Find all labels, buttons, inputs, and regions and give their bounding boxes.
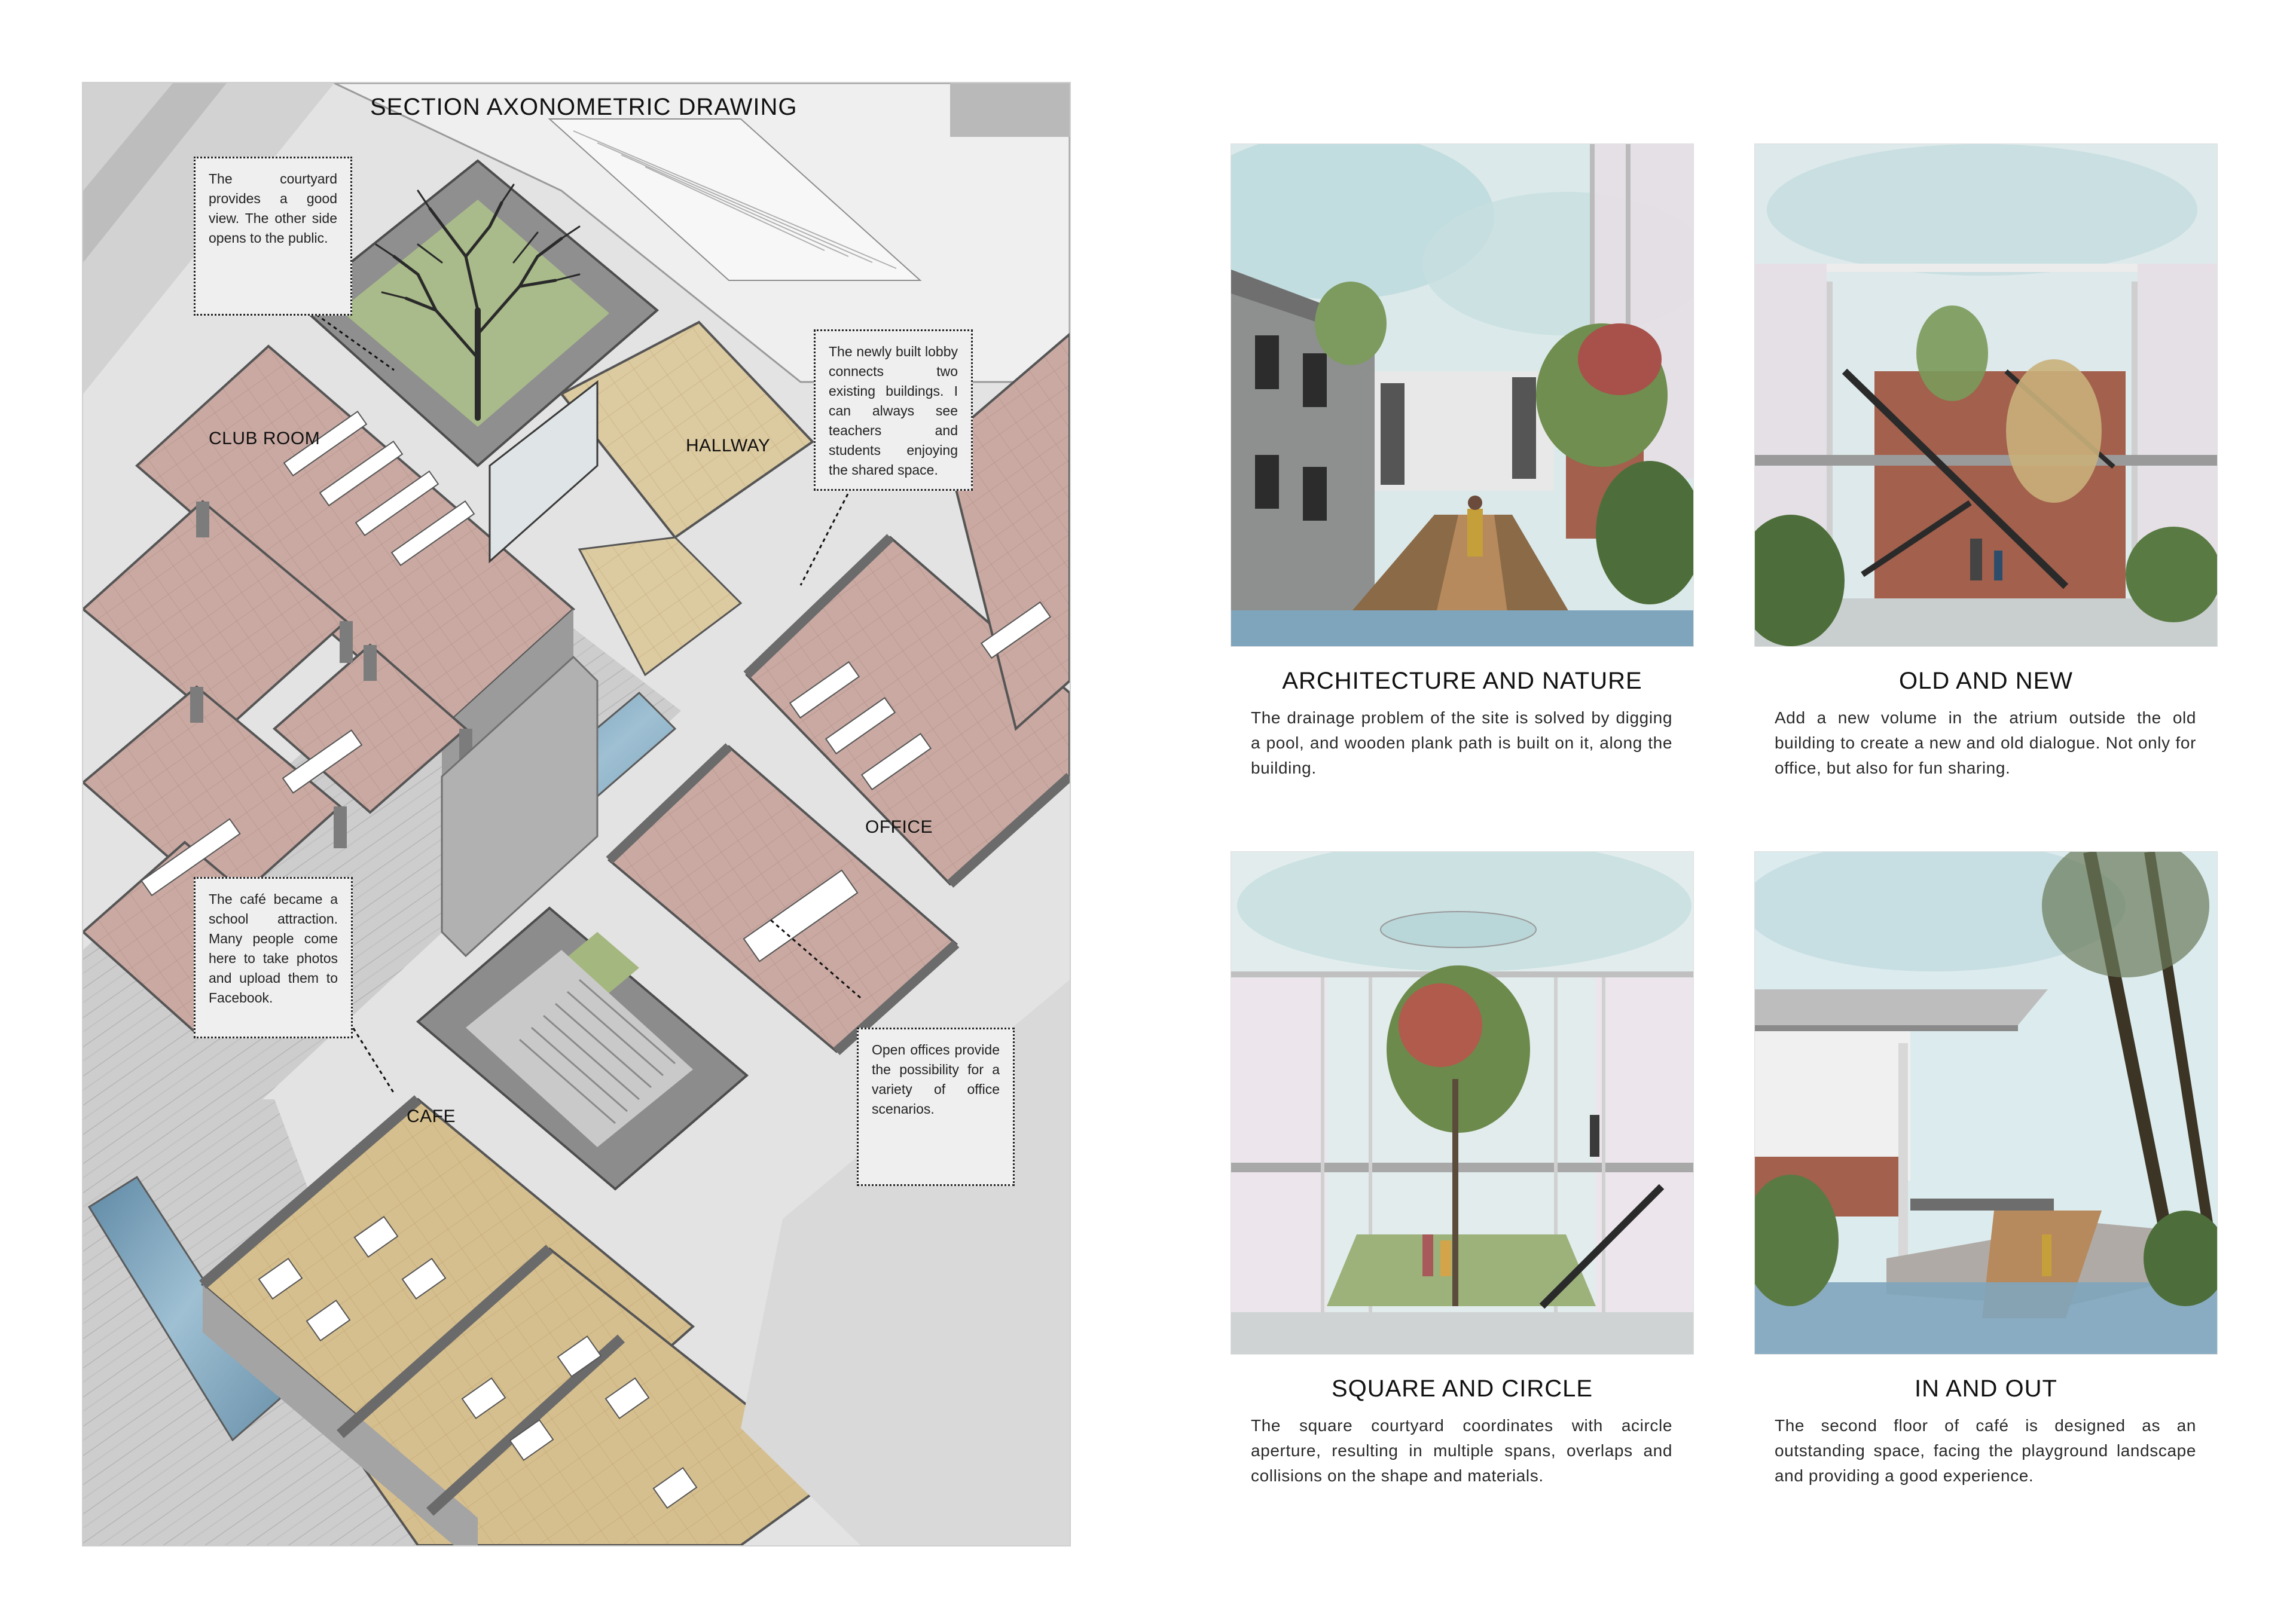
- top-right-block: [950, 83, 1070, 137]
- office-label: OFFICE: [865, 817, 933, 837]
- panel-description: The drainage problem of the site is solv…: [1251, 708, 1672, 777]
- axonometric-title: SECTION AXONOMETRIC DRAWING: [370, 94, 798, 120]
- stepped-roof-lines: [573, 130, 897, 269]
- axonometric-drawing: [83, 83, 1070, 1545]
- cafe-partitions: [199, 1095, 625, 1516]
- panel-heading: SQUARE AND CIRCLE: [1331, 1376, 1593, 1402]
- callout-leaders: [310, 309, 861, 1094]
- hallway-floor: [559, 320, 815, 539]
- office-walls: [606, 534, 1070, 1055]
- render-old-new: [1754, 143, 2218, 647]
- stair-treads: [519, 979, 676, 1124]
- office-right: [942, 332, 1070, 731]
- panel-description: The second floor of café is designed as …: [1775, 1416, 2196, 1485]
- hallway-lower: [578, 536, 743, 677]
- render-in-out: [1754, 851, 2218, 1355]
- axonometric-drawing-panel: SECTION AXONOMETRIC DRAWING CLUB ROOM HA…: [82, 82, 1071, 1546]
- render-square-circle: [1231, 851, 1694, 1355]
- render-architecture-nature: [1231, 143, 1694, 647]
- panel-description: The square courtyard coordinates with ac…: [1251, 1416, 1672, 1485]
- club-room-wall: [442, 609, 573, 777]
- street-band: [83, 83, 227, 262]
- panel-heading: IN AND OUT: [1915, 1376, 2057, 1402]
- club-room-label: CLUB ROOM: [209, 429, 320, 448]
- club-room-tables: [141, 410, 475, 897]
- lobby-glass: [488, 380, 599, 564]
- callout-cafe: The café became a school attraction. Man…: [194, 877, 353, 1038]
- panel-description: Add a new volume in the atrium outside t…: [1775, 708, 2196, 777]
- old-building-facade: [441, 655, 599, 958]
- partition-walls: [190, 502, 472, 848]
- cafe-side-wall: [203, 1285, 478, 1545]
- panel-heading: ARCHITECTURE AND NATURE: [1282, 668, 1642, 694]
- hallway-label: HALLWAY: [686, 436, 771, 456]
- callout-offices: Open offices provide the possibility for…: [857, 1028, 1015, 1186]
- callout-courtyard: The courtyard provides a good view. The …: [194, 157, 352, 316]
- panel-heading: OLD AND NEW: [1898, 668, 2074, 694]
- callout-lobby: The newly built lobby connects two exist…: [814, 329, 973, 491]
- courtyard-tree: [375, 184, 581, 421]
- cafe-label: CAFE: [407, 1107, 456, 1126]
- office-desks: [743, 601, 1052, 962]
- cafe-tables: [258, 1216, 698, 1509]
